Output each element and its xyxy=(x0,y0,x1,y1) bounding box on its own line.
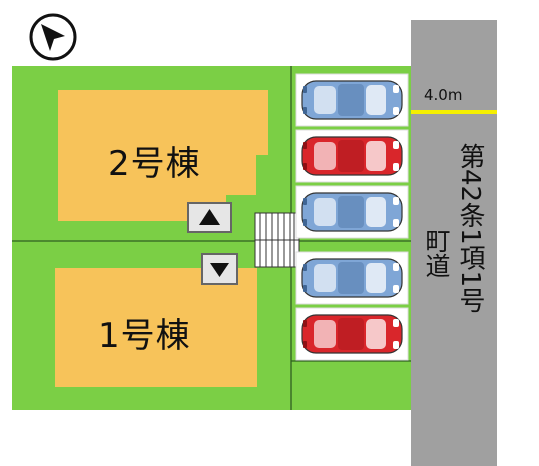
car-icon xyxy=(300,134,404,178)
car-icon xyxy=(300,78,404,122)
road xyxy=(411,20,497,466)
car-icon xyxy=(300,312,404,356)
north-arrow-icon xyxy=(28,12,78,62)
building-2 xyxy=(58,90,268,221)
triangle-down-icon xyxy=(210,263,229,277)
triangle-up-icon xyxy=(199,209,220,225)
road-width-label: 4.0m xyxy=(424,86,463,104)
car-icon xyxy=(300,256,404,300)
building-1-label: 1号棟 xyxy=(98,316,191,356)
road-designation-label: 第42条1項1号 xyxy=(455,143,485,314)
building-2-label: 2号棟 xyxy=(108,144,201,184)
access-up-button xyxy=(187,202,232,233)
road-width-line xyxy=(411,110,497,114)
access-down-button xyxy=(201,253,238,285)
road-name-label: 町道 xyxy=(422,228,451,278)
building-1 xyxy=(55,268,257,387)
car-icon xyxy=(300,190,404,234)
walkway-steps xyxy=(254,212,300,268)
